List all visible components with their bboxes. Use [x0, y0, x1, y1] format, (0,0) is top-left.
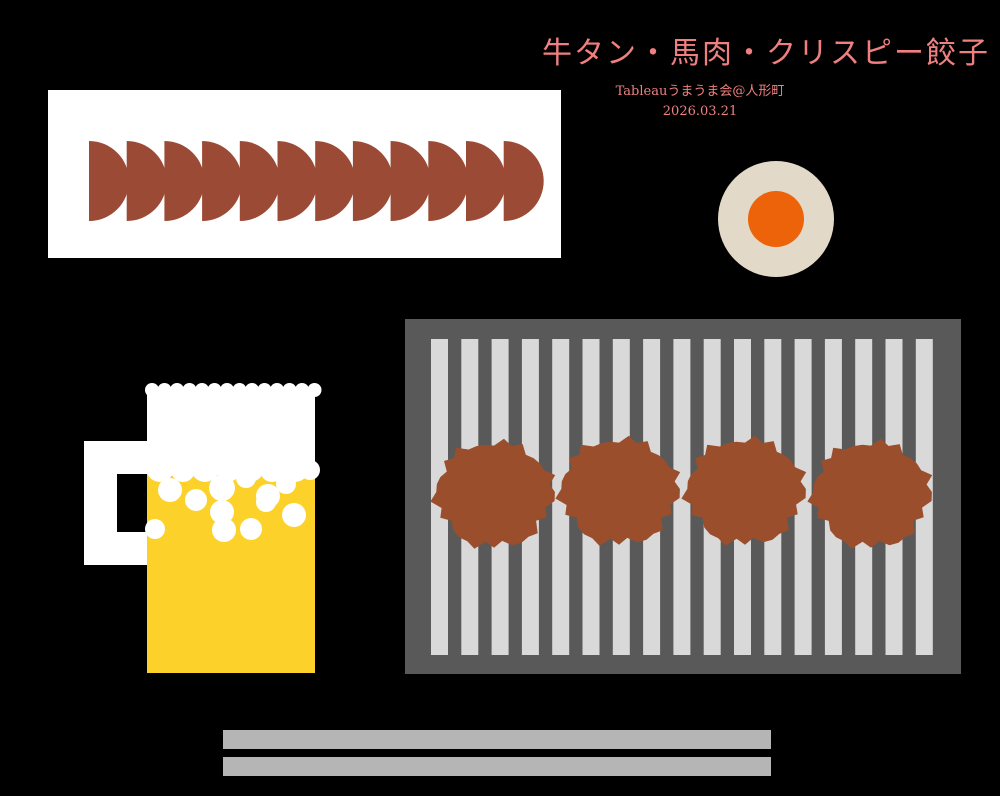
- foam-crest-11: [270, 383, 284, 397]
- foam-crest-1: [145, 383, 159, 397]
- foam-crest-9: [245, 383, 259, 397]
- foam-crest-6: [207, 383, 222, 397]
- beef-tongue-slice-2: [555, 435, 681, 546]
- foam-bubble-18: [145, 519, 165, 539]
- gyoza-11: [466, 141, 506, 221]
- foam-crest-13: [295, 383, 309, 397]
- gyoza-6: [277, 141, 318, 221]
- foam-crest-12: [282, 383, 297, 397]
- foam-bubble-15: [210, 500, 234, 524]
- foam-bubble-12: [236, 468, 256, 488]
- gyoza-1: [89, 141, 129, 221]
- gyoza-12: [503, 141, 544, 221]
- chopsticks-icon: [223, 730, 771, 776]
- foam-crest-14: [307, 383, 322, 397]
- grill-bar-9: [673, 339, 691, 655]
- beer-foam: [147, 388, 315, 468]
- beer-foam-bubbles: [145, 383, 322, 542]
- foam-crest-5: [195, 383, 209, 397]
- egg-dish-icon: [718, 161, 834, 277]
- foam-bubble-17: [282, 503, 306, 527]
- foam-crest-4: [182, 383, 197, 397]
- foam-bubble-1: [146, 454, 174, 482]
- gyoza-plate: [48, 90, 561, 258]
- foam-bubble-14: [276, 474, 296, 494]
- event-date: 2026.03.21: [662, 104, 738, 119]
- foam-crest-3: [170, 383, 184, 397]
- gyoza-9: [390, 141, 431, 221]
- egg-yolk: [748, 191, 804, 247]
- foam-crest-10: [257, 383, 272, 397]
- gyoza-10: [428, 141, 469, 221]
- gyoza-7: [315, 141, 356, 221]
- foam-crest-2: [157, 383, 172, 397]
- page-title: 牛タン・馬肉・クリスピー餃子: [542, 36, 990, 71]
- foam-bubble-20: [240, 518, 262, 540]
- grill-icon: [405, 319, 961, 674]
- beef-tongue-slices: [430, 435, 933, 549]
- beef-tongue-slice-4: [807, 438, 933, 549]
- gyoza-4: [202, 141, 243, 221]
- foam-bubble-2: [171, 458, 195, 482]
- beef-tongue-slice-1: [430, 438, 556, 549]
- foam-bubble-9: [158, 478, 182, 502]
- foam-bubble-3: [191, 454, 219, 482]
- foam-bubble-8: [300, 460, 320, 480]
- foam-bubble-11: [209, 475, 235, 501]
- gyoza-8: [352, 141, 393, 221]
- foam-bubble-16: [256, 492, 276, 512]
- gyoza-5: [239, 141, 280, 221]
- chopstick-2: [223, 757, 771, 776]
- foam-crest-7: [220, 383, 234, 397]
- foam-bubble-21: [228, 454, 244, 470]
- beer-mug-icon: [84, 383, 322, 673]
- gyoza-2: [126, 141, 167, 221]
- foam-bubble-19: [212, 518, 236, 542]
- foam-bubble-6: [260, 458, 284, 482]
- gyoza-3: [164, 141, 205, 221]
- foam-crest-8: [232, 383, 247, 397]
- chopstick-1: [223, 730, 771, 749]
- beef-tongue-slice-3: [681, 435, 807, 546]
- page-subtitle: Tableauうまうま会@人形町: [615, 84, 785, 99]
- foam-bubble-10: [185, 489, 207, 511]
- gyoza-icon: [89, 141, 544, 221]
